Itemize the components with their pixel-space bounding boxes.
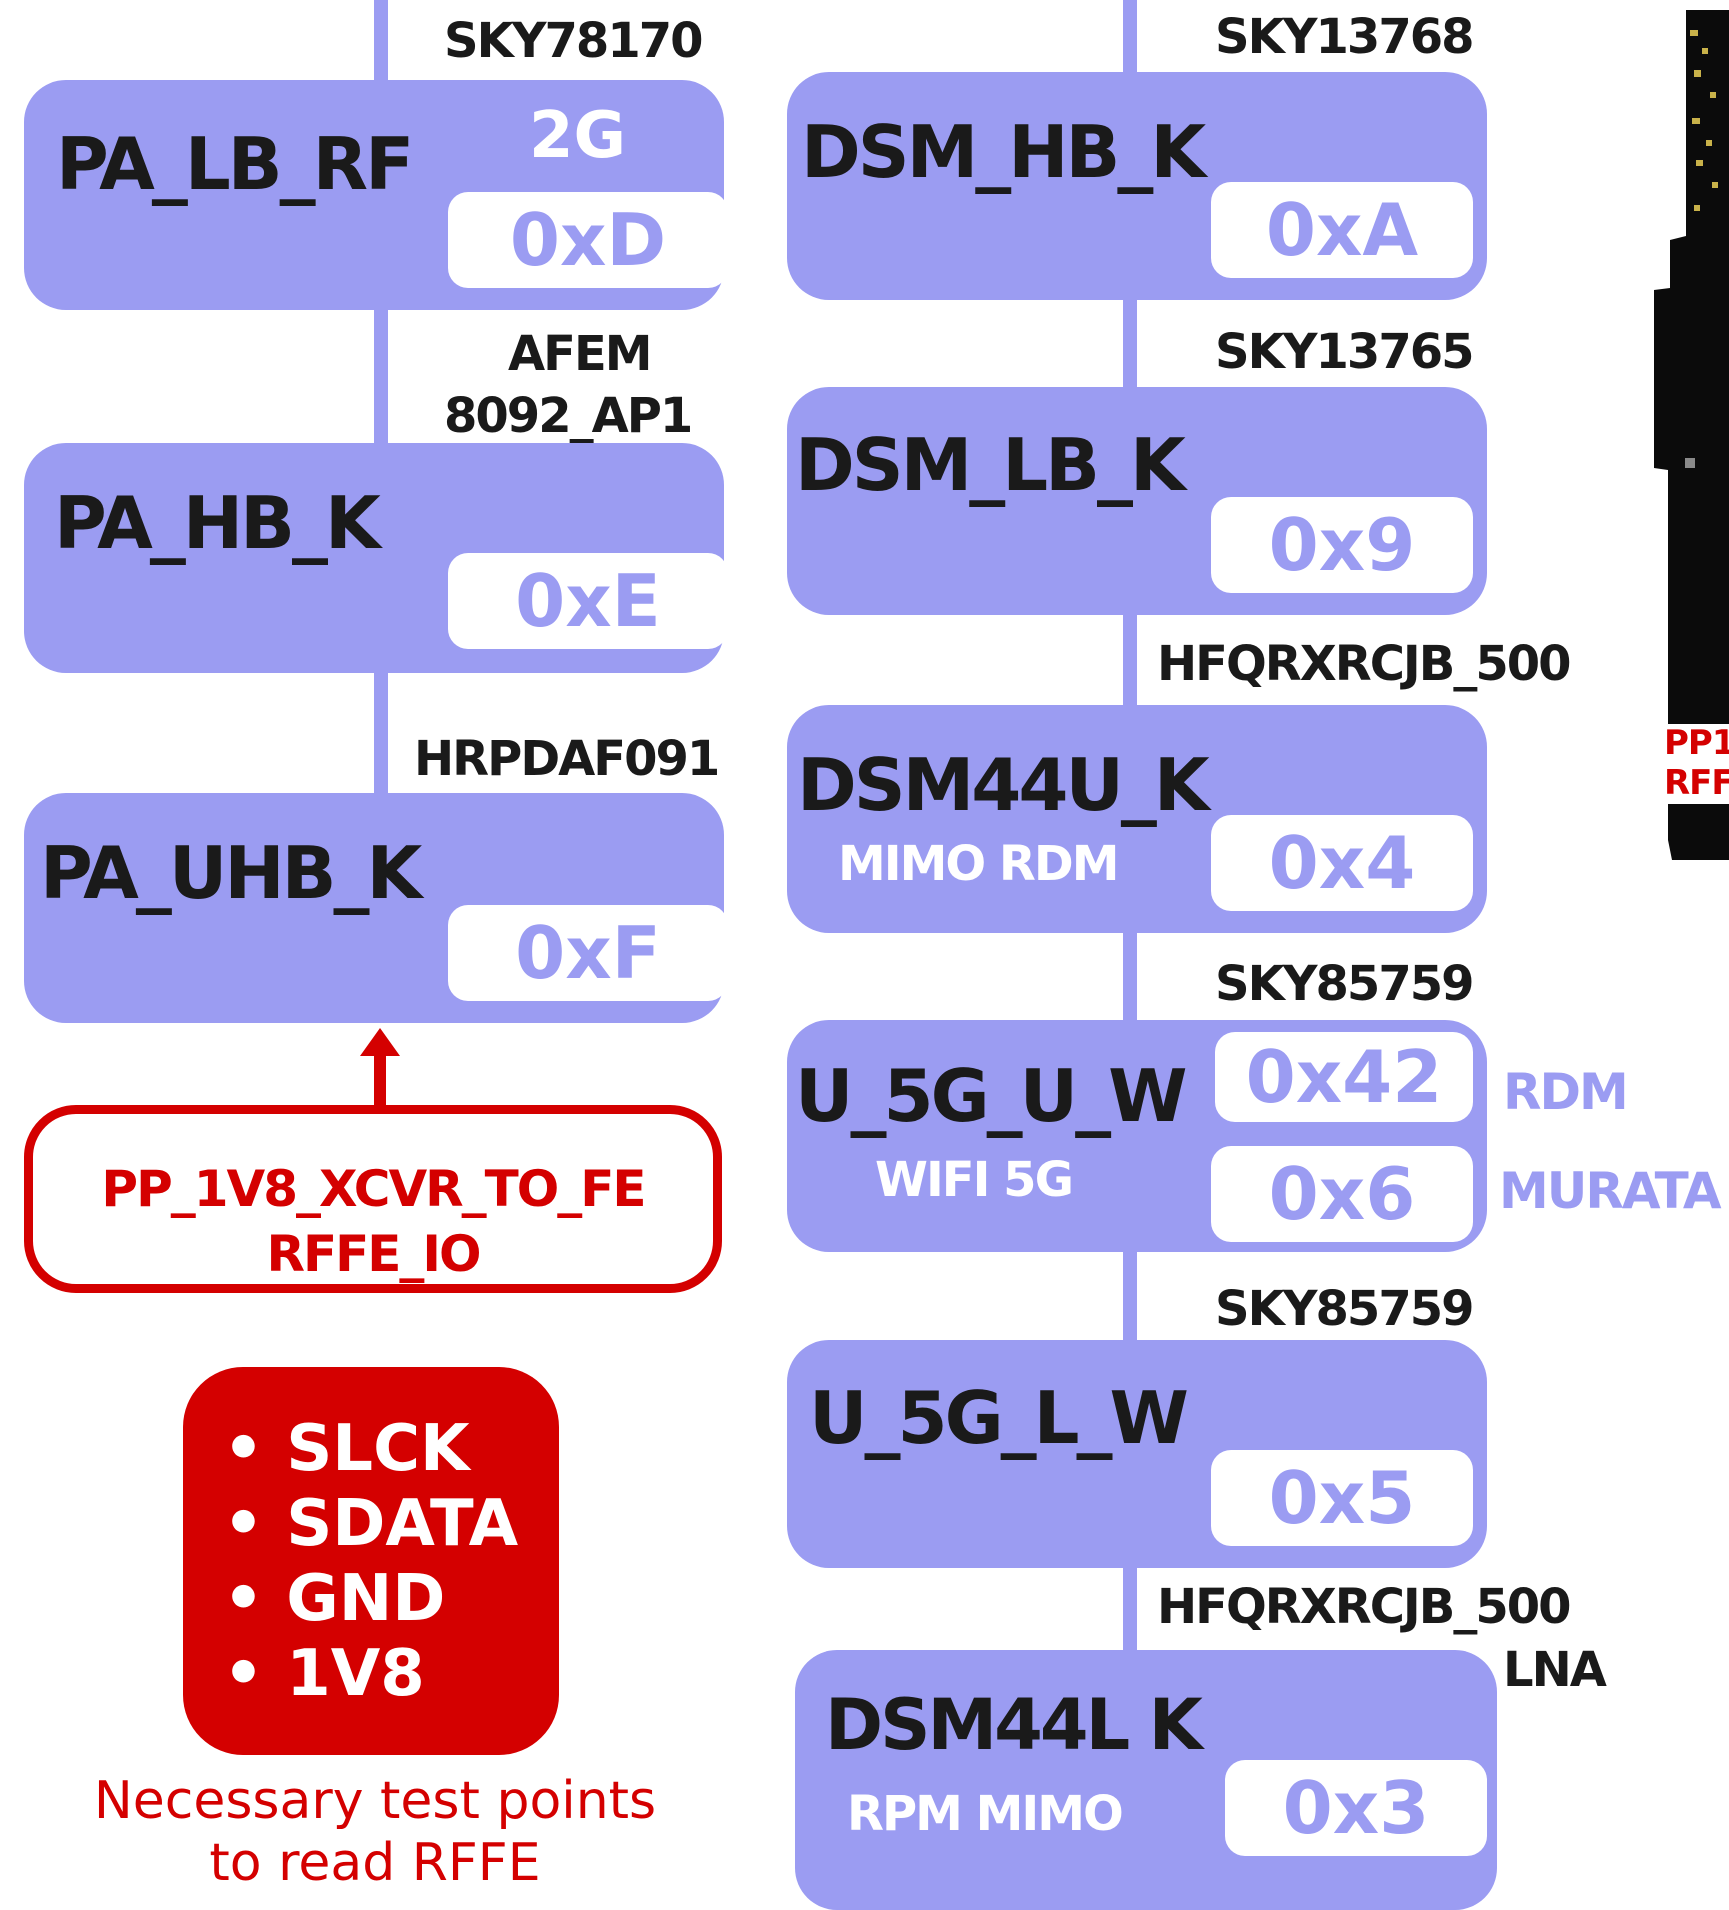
test-point-label: SLCK xyxy=(286,1412,469,1486)
test-point-label: SDATA xyxy=(286,1487,518,1561)
test-points-note: Necessary test points to read RFFE xyxy=(60,1770,690,1894)
pcb-board-image: PP1 RFF xyxy=(1650,0,1729,860)
test-point-item: • 1V8 xyxy=(223,1642,425,1706)
block-dsm44l-k: DSM44L K RPM MIMO 0x3 xyxy=(795,1650,1497,1910)
block-subtitle: WIFI 5G xyxy=(875,1156,1072,1204)
part-number-sky85759: SKY85759 xyxy=(1215,960,1473,1008)
address-box: 0x3 xyxy=(1225,1760,1487,1856)
arrow-up-icon xyxy=(350,1022,410,1112)
part-number-hfqrxrcjb-500: HFQRXRCJB_500 xyxy=(1157,640,1570,688)
pcb-label-line2: RFF xyxy=(1664,766,1729,800)
part-number-sky78170: SKY78170 xyxy=(444,17,702,65)
address-box: 0x9 xyxy=(1211,497,1473,593)
part-number-hrpdaf091: HRPDAF091 xyxy=(414,735,718,783)
block-pa-lb-rf: PA_LB_RF 2G 0xD xyxy=(24,80,724,310)
block-name: DSM_HB_K xyxy=(801,116,1203,188)
address-box-primary: 0x42 xyxy=(1215,1032,1473,1122)
variant-label-rdm: RDM xyxy=(1503,1067,1627,1117)
block-name: PA_HB_K xyxy=(54,487,378,559)
part-number-8092-ap1: 8092_AP1 xyxy=(444,392,691,440)
supply-rail-name: PP_1V8_XCVR_TO_FE xyxy=(33,1164,713,1214)
supply-rail-box: PP_1V8_XCVR_TO_FE RFFE_IO xyxy=(24,1105,722,1293)
test-point-label: 1V8 xyxy=(286,1637,425,1711)
test-point-item: • SDATA xyxy=(223,1492,518,1556)
variant-label-murata: MURATA xyxy=(1499,1166,1720,1216)
address-box: 0x5 xyxy=(1211,1450,1473,1546)
block-subtitle: RPM MIMO xyxy=(847,1790,1122,1838)
block-name: DSM_LB_K xyxy=(795,429,1183,501)
block-name: PA_LB_RF xyxy=(56,128,411,200)
block-dsm-lb-k: DSM_LB_K 0x9 xyxy=(787,387,1487,615)
address-box-secondary: 0x6 xyxy=(1211,1146,1473,1242)
block-subtitle: MIMO RDM xyxy=(838,840,1117,888)
address-box: 0xA xyxy=(1211,182,1473,278)
block-name: DSM44L K xyxy=(825,1690,1200,1760)
pcb-label-line1: PP1 xyxy=(1664,726,1729,760)
address-box: 0xF xyxy=(448,905,728,1001)
test-point-item: • SLCK xyxy=(223,1417,470,1481)
block-u-5g-u-w: U_5G_U_W WIFI 5G 0x42 0x6 xyxy=(787,1020,1487,1252)
supply-rail-signal: RFFE_IO xyxy=(33,1229,713,1279)
block-u-5g-l-w: U_5G_L_W 0x5 xyxy=(787,1340,1487,1568)
part-number-hfqrxrcjb-500: HFQRXRCJB_500 xyxy=(1157,1583,1570,1631)
block-name: DSM44U_K xyxy=(797,749,1207,821)
block-name: U_5G_L_W xyxy=(809,1382,1186,1454)
part-label-lna: LNA xyxy=(1503,1646,1605,1694)
band-label-2g: 2G xyxy=(529,104,626,168)
block-name: U_5G_U_W xyxy=(795,1060,1185,1132)
block-dsm-hb-k: DSM_HB_K 0xA xyxy=(787,72,1487,300)
block-pa-uhb-k: PA_UHB_K 0xF xyxy=(24,793,724,1023)
part-number-sky13768: SKY13768 xyxy=(1215,13,1473,61)
address-box: 0xD xyxy=(448,192,728,288)
part-number-afem: AFEM xyxy=(508,330,651,378)
address-box: 0x4 xyxy=(1211,815,1473,911)
address-box: 0xE xyxy=(448,553,728,649)
block-pa-hb-k: PA_HB_K 0xE xyxy=(24,443,724,673)
part-number-sky13765: SKY13765 xyxy=(1215,328,1473,376)
test-point-label: GND xyxy=(286,1562,445,1636)
part-number-sky85759: SKY85759 xyxy=(1215,1285,1473,1333)
test-points-box: • SLCK • SDATA • GND • 1V8 xyxy=(183,1367,559,1755)
block-dsm44u-k: DSM44U_K MIMO RDM 0x4 xyxy=(787,705,1487,933)
block-name: PA_UHB_K xyxy=(40,837,419,909)
test-point-item: • GND xyxy=(223,1567,445,1631)
